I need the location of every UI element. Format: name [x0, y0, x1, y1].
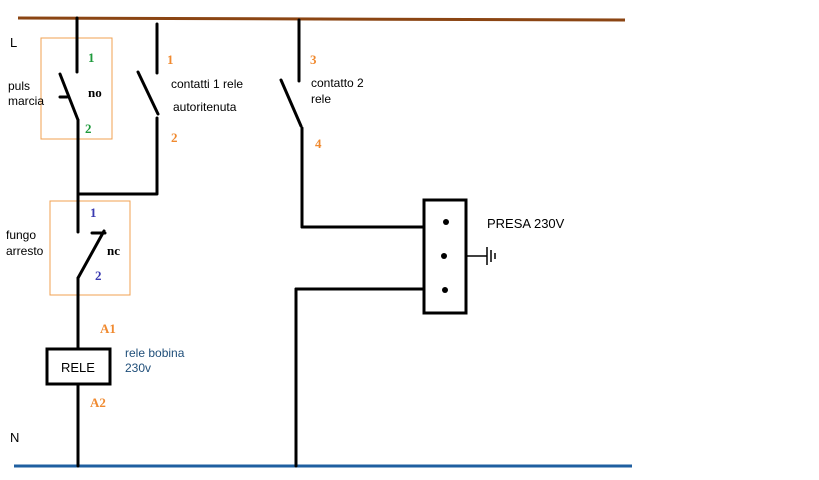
- start-button-symbol: [58, 16, 80, 200]
- stop-terminal-bottom: 2: [95, 268, 102, 283]
- relay2-terminal-top: 3: [310, 52, 317, 67]
- relay-contact-2-symbol: [279, 18, 426, 229]
- ground-icon: [466, 247, 496, 265]
- relay2-label-line1: contatto 2: [311, 76, 364, 90]
- neutral-rail-label: N: [10, 430, 20, 445]
- line-rail: [17, 16, 626, 22]
- coil-note-line2: 230v: [125, 361, 152, 375]
- hold-contact-label-line2: autoritenuta: [173, 100, 237, 114]
- stop-button-symbol: [76, 196, 107, 350]
- hold-contact-symbol: [76, 22, 160, 196]
- socket-pin-middle: [441, 253, 447, 259]
- start-terminal-top: 1: [88, 50, 95, 65]
- coil-note-line1: rele bobina: [125, 346, 185, 360]
- socket-pin-top: [443, 219, 449, 225]
- stop-button-frame: [49, 200, 131, 296]
- socket-label: PRESA 230V: [487, 216, 565, 231]
- coil-label: RELE: [61, 360, 95, 375]
- start-button-label-line1: puls: [8, 79, 31, 93]
- hold-terminal-top: 1: [167, 52, 174, 67]
- coil-terminal-a2: A2: [90, 395, 106, 410]
- stop-button-label-line1: fungo: [6, 228, 37, 242]
- relay2-label-line2: rele: [311, 92, 332, 106]
- relay2-terminal-bottom: 4: [315, 136, 322, 151]
- stop-terminal-top: 1: [90, 205, 97, 220]
- start-button-type: no: [88, 85, 102, 100]
- hold-terminal-bottom: 2: [171, 130, 178, 145]
- socket-pin-bottom: [442, 287, 448, 293]
- coil-terminal-a1: A1: [100, 321, 116, 336]
- hold-contact-label-line1: contatti 1 rele: [171, 77, 244, 91]
- line-rail-label: L: [10, 35, 18, 50]
- start-terminal-bottom: 2: [85, 121, 92, 136]
- stop-button-label-line2: arresto: [6, 244, 44, 258]
- start-button-label-line2: marcia: [8, 94, 45, 108]
- stop-button-type: nc: [107, 243, 120, 258]
